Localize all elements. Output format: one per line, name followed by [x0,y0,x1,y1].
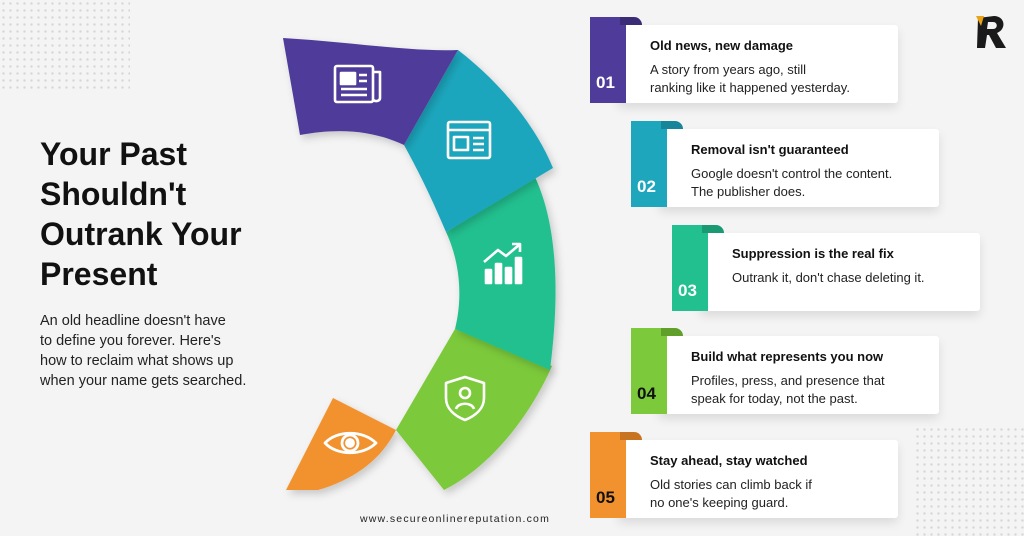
website-url: www.secureonlinereputation.com [359,513,551,525]
step-number: 04 [637,384,656,403]
step-number: 02 [637,177,656,196]
step-number: 03 [678,281,697,300]
page-subtitle: An old headline doesn't have to define y… [40,313,247,389]
step-card-5: 05 Stay ahead, stay watched Old stories … [590,432,910,518]
decorative-dots-bottom-right [914,426,1024,536]
newspaper-icon [333,64,382,104]
brand-logo [976,16,1006,48]
step-title: Suppression is the real fix [732,246,894,261]
growth-chart-icon [483,242,523,285]
user-shield-icon [444,375,486,422]
step-description: Old stories can climb back if no one's k… [650,477,812,510]
eye-icon [323,431,378,455]
step-title: Old news, new damage [650,38,794,53]
step-description: Outrank it, don't chase deleting it. [732,270,925,285]
segment-4 [396,329,552,490]
page-title: Your Past Shouldn't Outrank Your Present [40,136,242,292]
step-number: 01 [596,73,615,92]
step-title: Removal isn't guaranteed [691,142,849,157]
step-card-4: 04 Build what represents you now Profile… [631,328,951,414]
step-description: Profiles, press, and presence that speak… [691,373,885,406]
step-title: Build what represents you now [691,349,884,364]
step-title: Stay ahead, stay watched [650,453,808,468]
step-description: A story from years ago, still ranking li… [650,62,850,95]
step-number: 05 [596,488,615,507]
step-card-3: 03 Suppression is the real fix Outrank i… [672,225,992,311]
segment-1 [283,38,458,145]
step-card-2: 02 Removal isn't guaranteed Google doesn… [631,121,951,207]
decorative-dots-top-left [0,0,130,90]
webpage-icon [446,120,492,160]
step-description: Google doesn't control the content. The … [691,166,893,199]
segment-2 [404,50,553,232]
step-card-1: 01 Old news, new damage A story from yea… [590,17,910,103]
